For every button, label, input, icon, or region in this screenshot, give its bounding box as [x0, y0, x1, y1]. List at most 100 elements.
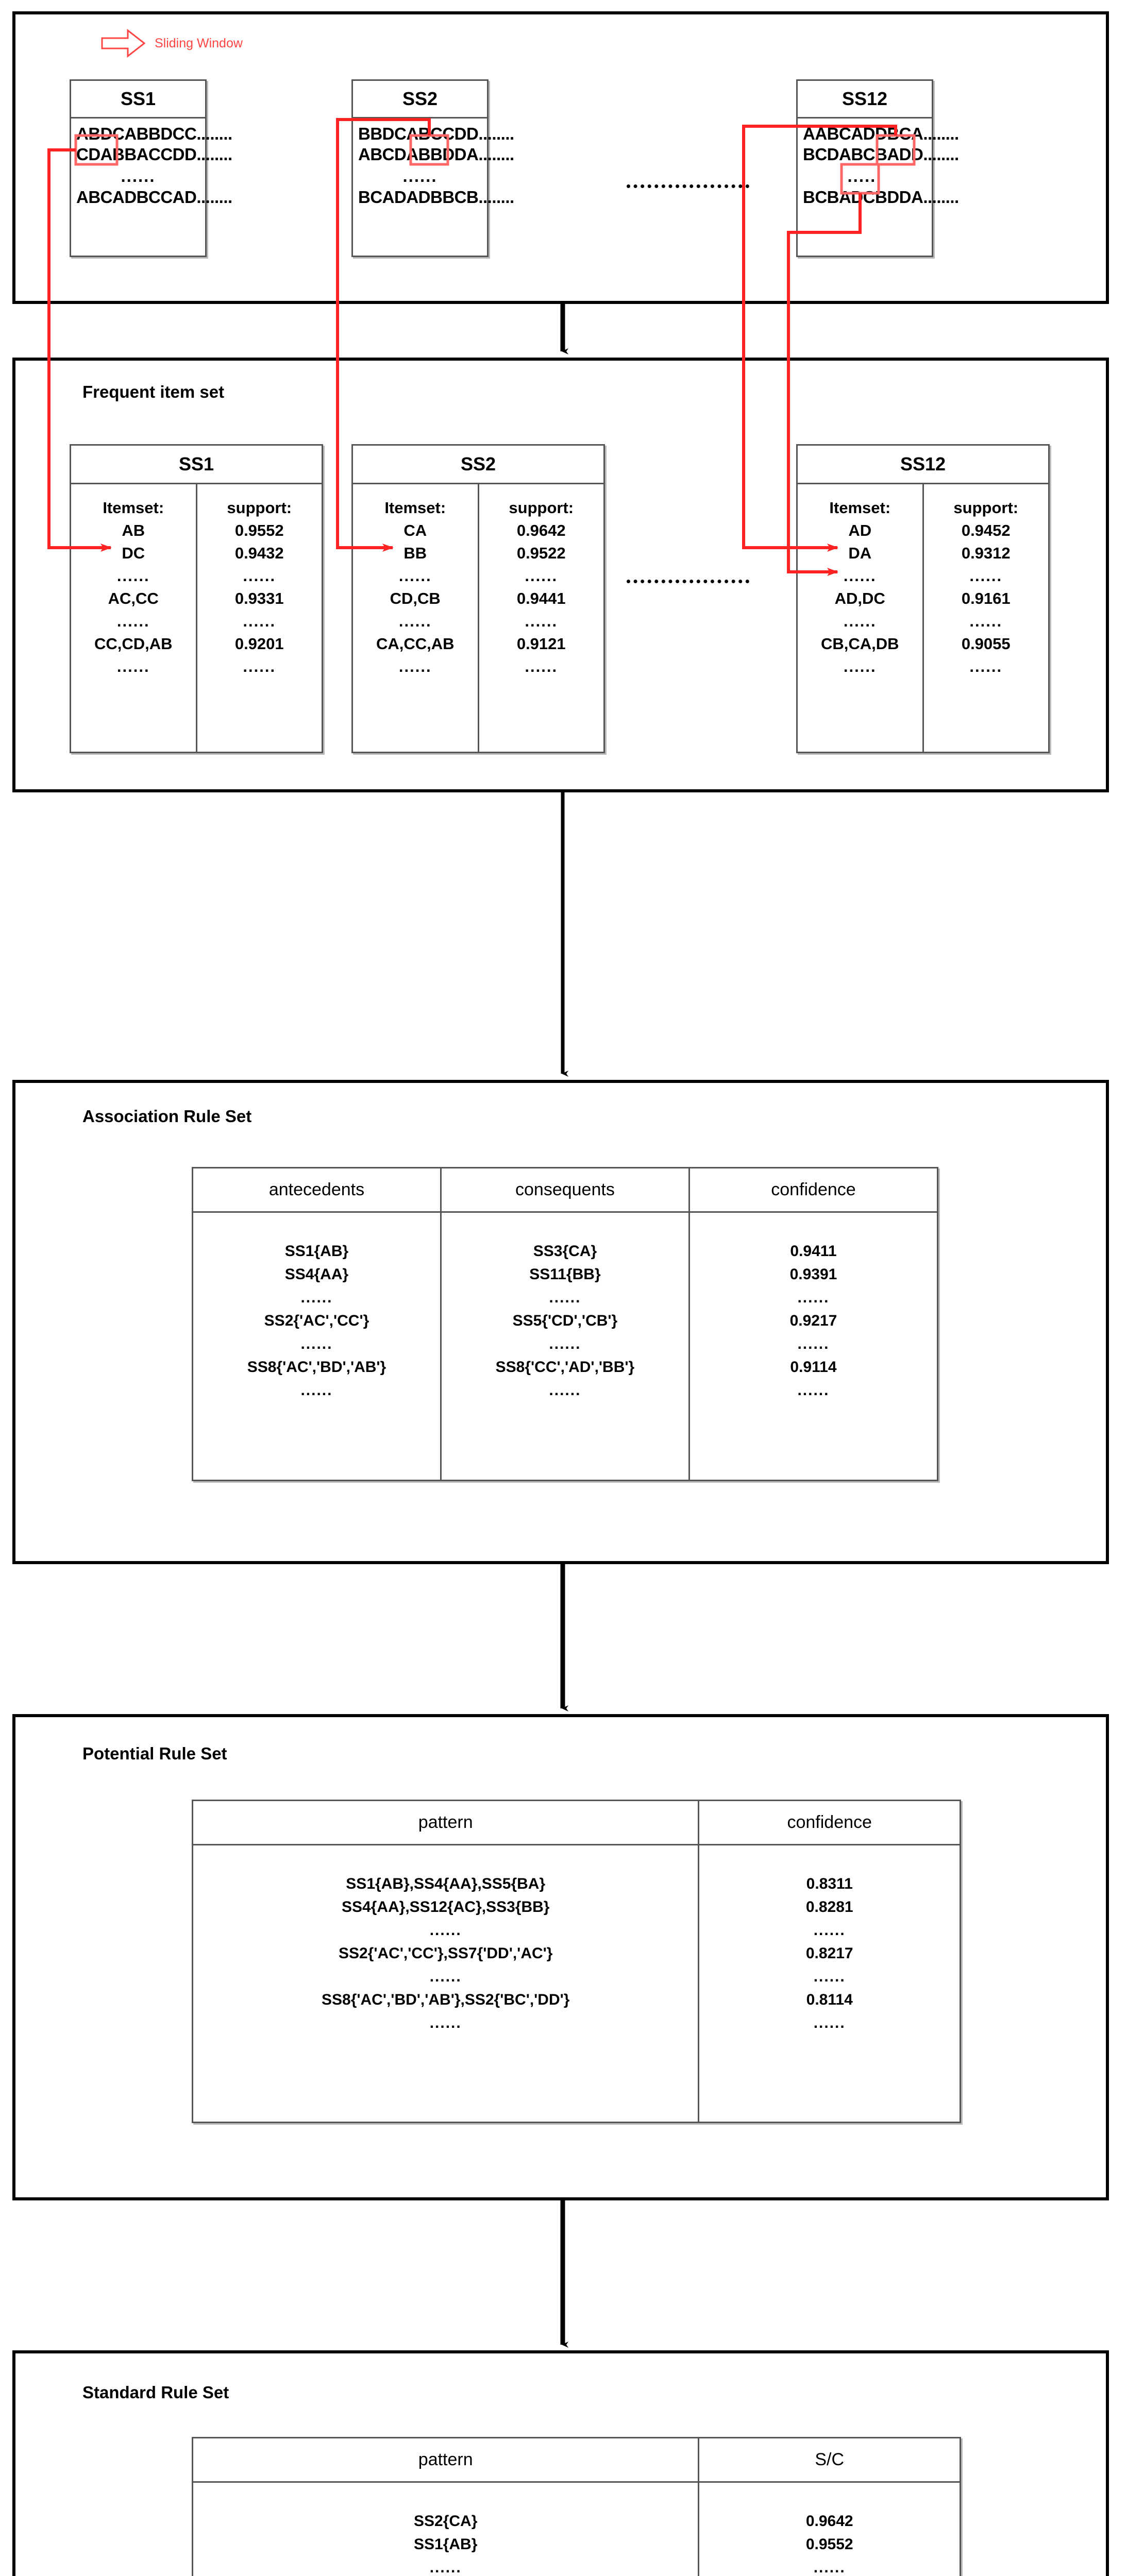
- card-columns: Itemset: AB DC ...... AC,CC ...... CC,CD…: [71, 484, 322, 752]
- table-cell-ellipsis: ......: [813, 2014, 846, 2031]
- table-cell-ellipsis: ......: [813, 1922, 846, 1939]
- itemset-value: DC: [122, 544, 145, 563]
- table-cell-ellipsis: ......: [429, 2014, 462, 2031]
- sequence-line: BCDABCBADD........: [803, 145, 959, 164]
- consequents-column: SS3{CA} SS11{BB} ...... SS5{'CD','CB'} .…: [440, 1213, 688, 1480]
- cards-ellipsis-stage2: [627, 580, 749, 583]
- table-cell: SS11{BB}: [529, 1266, 601, 1283]
- table-cell-ellipsis: ......: [300, 1289, 333, 1306]
- support-column: support: 0.9642 0.9522 ...... 0.9441 ...…: [479, 484, 604, 752]
- table-cell: 0.9114: [790, 1359, 837, 1376]
- stage-title-association-rule-set: Association Rule Set: [82, 1107, 252, 1126]
- column-header: support:: [509, 499, 574, 517]
- itemset-ellipsis: ......: [116, 612, 150, 631]
- itemset-value: CC,CD,AB: [94, 635, 173, 653]
- table-cell-ellipsis: ......: [797, 1289, 830, 1306]
- sequence-ellipsis: ......: [847, 166, 882, 185]
- table-cell: SS5{'CD','CB'}: [512, 1312, 618, 1329]
- itemset-value: CB,CA,DB: [820, 635, 899, 653]
- table-cell: SS3{CA}: [533, 1243, 597, 1260]
- sequence-ellipsis: ......: [121, 166, 156, 185]
- support-value: 0.9441: [516, 589, 566, 608]
- support-value: 0.9312: [961, 544, 1011, 563]
- support-value: 0.9552: [234, 521, 284, 540]
- table-cell: SS2{'AC','CC'}: [264, 1312, 369, 1329]
- table-cell: 0.9391: [789, 1266, 837, 1283]
- table-cell-ellipsis: ......: [813, 1968, 846, 1985]
- table-cell-ellipsis: ......: [429, 2559, 462, 2576]
- itemset-value: AD,DC: [834, 589, 885, 608]
- table-cell-ellipsis: ......: [429, 1922, 462, 1939]
- itemset-value: BB: [403, 544, 427, 563]
- cards-ellipsis-stage1: [627, 184, 749, 188]
- table-cell-ellipsis: ......: [300, 1382, 333, 1399]
- sequence-card-ss12: SS12 AABCADDBCA........ BCDABCBADD......…: [796, 79, 959, 257]
- table-cell-ellipsis: ......: [797, 1335, 830, 1352]
- itemset-ellipsis: ......: [843, 612, 877, 631]
- support-value: 0.9121: [516, 635, 566, 653]
- table-cell-ellipsis: ......: [797, 1382, 830, 1399]
- table-body: SS1{AB},SS4{AA},SS5{BA} SS4{AA},SS12{AC}…: [193, 1845, 960, 2122]
- sequence-ellipsis: ......: [402, 166, 438, 185]
- table-cell-ellipsis: ......: [813, 2559, 846, 2576]
- support-value: 0.9201: [234, 635, 284, 653]
- table-cell: 0.8281: [805, 1899, 853, 1916]
- table-cell: SS8{'CC','AD','BB'}: [495, 1359, 635, 1376]
- support-ellipsis: ......: [969, 567, 1003, 585]
- support-ellipsis: ......: [525, 612, 558, 631]
- table-cell-ellipsis: ......: [300, 1335, 333, 1352]
- support-ellipsis: ......: [969, 657, 1003, 676]
- itemset-ellipsis: ......: [843, 567, 877, 585]
- stage-title-potential-rule-set: Potential Rule Set: [82, 1744, 227, 1763]
- frequent-card-ss1: SS1 Itemset: AB DC ...... AC,CC ...... C…: [70, 444, 323, 753]
- table-cell: 0.9411: [790, 1243, 837, 1260]
- card-title-ss2: SS2: [353, 446, 603, 484]
- itemset-column: Itemset: AB DC ...... AC,CC ...... CC,CD…: [71, 484, 197, 752]
- column-header: support:: [227, 499, 292, 517]
- itemset-column: Itemset: AD DA ...... AD,DC ...... CB,CA…: [798, 484, 924, 752]
- support-column: support: 0.9552 0.9432 ...... 0.9331 ...…: [197, 484, 322, 752]
- column-header: support:: [953, 499, 1019, 517]
- card-columns: Itemset: AD DA ...... AD,DC ...... CB,CA…: [798, 484, 1048, 752]
- card-title-ss12: SS12: [798, 81, 932, 118]
- column-header: Itemset:: [829, 499, 891, 517]
- card-body-ss2: BBDCABCCDD........ ABCDABBDDA........ ..…: [353, 118, 514, 215]
- table-cell: 0.8217: [805, 1945, 853, 1962]
- support-ellipsis: ......: [525, 567, 558, 585]
- card-title-ss1: SS1: [71, 81, 205, 118]
- sliding-window-arrow-icon: [101, 29, 145, 58]
- support-ellipsis: ......: [243, 567, 276, 585]
- support-value: 0.9522: [516, 544, 566, 563]
- card-body-ss1: ABDCABBDCC........ CDABBACCDD........ ..…: [71, 118, 232, 215]
- support-column: support: 0.9452 0.9312 ...... 0.9161 ...…: [924, 484, 1049, 752]
- confidence-column: 0.8311 0.8281 ...... 0.8217 ...... 0.811…: [698, 1845, 960, 2122]
- support-value: 0.9161: [961, 589, 1011, 608]
- itemset-value: AD: [848, 521, 872, 540]
- pattern-column: SS2{CA} SS1{AB} ...... SS2{'AC','CC'},SS…: [193, 2483, 698, 2576]
- table-cell-ellipsis: ......: [549, 1289, 581, 1306]
- table-body: SS1{AB} SS4{AA} ...... SS2{'AC','CC'} ..…: [193, 1213, 937, 1480]
- support-value: 0.9452: [961, 521, 1011, 540]
- table-cell: 0.9552: [805, 2536, 853, 2553]
- column-header-sc: S/C: [698, 2438, 960, 2481]
- frequent-card-ss2: SS2 Itemset: CA BB ...... CD,CB ...... C…: [351, 444, 605, 753]
- sequence-line: ABDCABBDCC........: [76, 124, 232, 143]
- sequence-line: BCBADCBDDA........: [803, 188, 959, 207]
- itemset-value: AC,CC: [108, 589, 159, 608]
- table-cell: SS1{AB}: [414, 2536, 478, 2553]
- card-title-ss12: SS12: [798, 446, 1048, 484]
- table-cell: 0.9217: [789, 1312, 837, 1329]
- association-rule-table: antecedents consequents confidence SS1{A…: [192, 1167, 938, 1481]
- table-cell-ellipsis: ......: [549, 1382, 581, 1399]
- support-ellipsis: ......: [243, 657, 276, 676]
- itemset-value: CD,CB: [390, 589, 441, 608]
- itemset-ellipsis: ......: [398, 567, 432, 585]
- column-header-antecedents: antecedents: [268, 1180, 365, 1199]
- antecedents-column: SS1{AB} SS4{AA} ...... SS2{'AC','CC'} ..…: [193, 1213, 440, 1480]
- support-value: 0.9331: [234, 589, 284, 608]
- support-value: 0.9055: [961, 635, 1011, 653]
- itemset-value: CA,CC,AB: [376, 635, 455, 653]
- card-title-ss2: SS2: [353, 81, 487, 118]
- card-title-ss1: SS1: [71, 446, 322, 484]
- standard-rule-table: pattern S/C SS2{CA} SS1{AB} ...... SS2{'…: [192, 2437, 961, 2576]
